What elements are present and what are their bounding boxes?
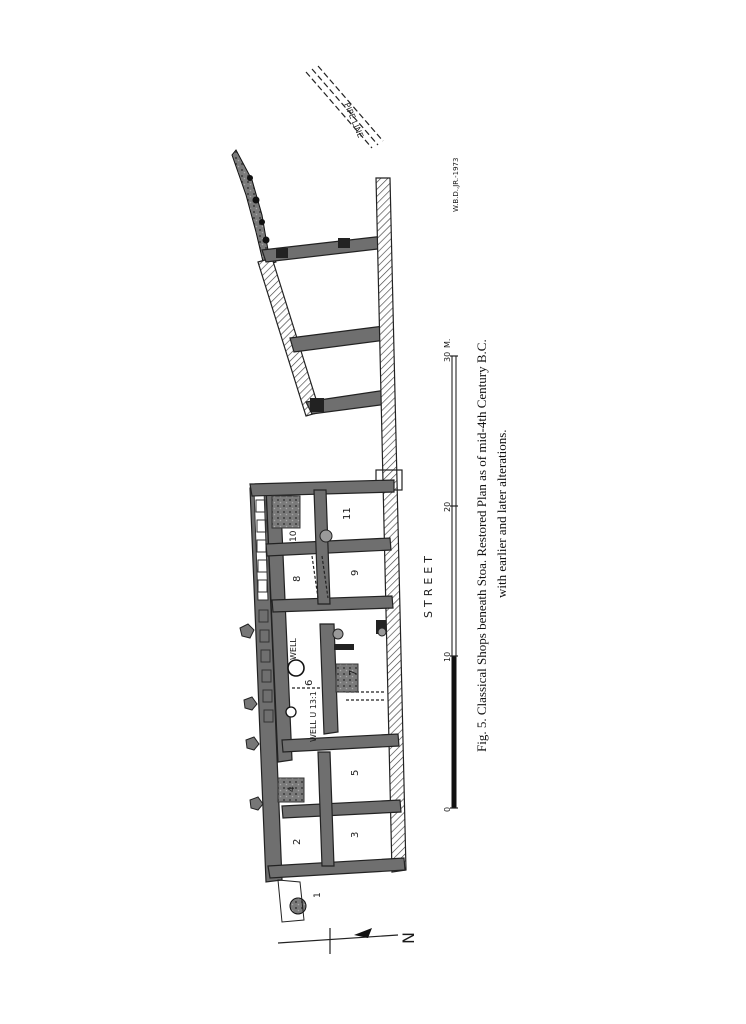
rock-outcrops (239, 623, 264, 811)
street-wall (375, 177, 407, 873)
north-arrow: N (277, 928, 418, 954)
room-label-11: 11 (342, 507, 353, 520)
room-label-7: 7 (348, 670, 359, 676)
shop-block (249, 479, 406, 923)
north-label: N (399, 932, 418, 944)
room-labels: 1 2 3 4 5 6 7 8 9 10 11 WELL WELL U 13:1 (287, 507, 361, 898)
room-label-8: 8 (292, 576, 303, 582)
scale-tick-30: 30 (443, 352, 452, 362)
room-label-1: 1 (313, 892, 323, 898)
street-label: STREET (422, 552, 435, 618)
pipe-line: PIPE LINE (305, 65, 384, 149)
room-label-5: 5 (350, 770, 361, 776)
room-label-4: 4 (287, 786, 297, 792)
room-label-10: 10 (289, 530, 299, 542)
room-label-6: 6 (304, 680, 315, 686)
figure-caption-line2: with earlier and later alterations. (494, 429, 509, 598)
well-u-label: WELL U 13:1 (309, 691, 318, 742)
scale-tick-20: 20 (443, 502, 452, 512)
pipe-line-label: PIPE LINE (342, 101, 365, 139)
room-label-2: 2 (292, 839, 303, 845)
well-label: WELL (289, 638, 298, 660)
scale-tick-10: 10 (443, 652, 452, 662)
scale-bar: 0 10 20 30 M. (443, 339, 458, 812)
scale-unit: M. (443, 339, 452, 348)
scale-tick-0: 0 (443, 807, 452, 812)
figure-caption-line1: Fig. 5. Classical Shops beneath Stoa. Re… (474, 339, 489, 752)
room-label-9: 9 (350, 570, 361, 576)
rubble-wall (231, 149, 277, 267)
north-annex (257, 235, 389, 417)
room-label-3: 3 (350, 832, 361, 838)
drafter-credit: W.B.D.,JR.-1973 (452, 158, 460, 212)
